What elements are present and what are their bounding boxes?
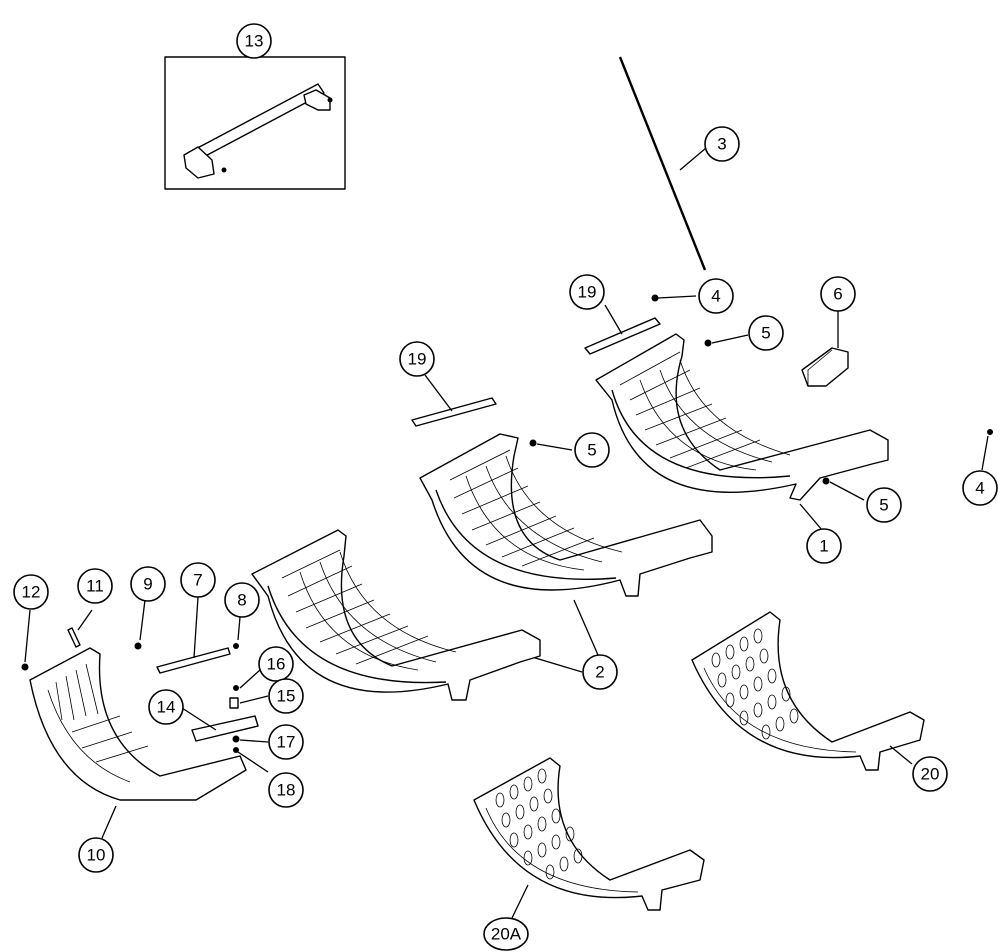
callout-8: 8	[224, 582, 260, 618]
callout-15: 15	[268, 678, 304, 714]
callout-5: 5	[574, 432, 610, 468]
callout-17: 17	[268, 724, 304, 760]
callout-label: 5	[761, 324, 770, 343]
callout-label: 8	[237, 591, 246, 610]
callout-label: 5	[879, 496, 888, 515]
callout-5: 5	[748, 315, 784, 351]
callout-14: 14	[148, 689, 184, 725]
callout-label: 4	[975, 479, 984, 498]
callout-label: 19	[578, 283, 597, 302]
callout-label: 5	[587, 441, 596, 460]
part-19-strips	[411, 304, 661, 427]
part-3-rod	[618, 56, 707, 271]
callout-label: 9	[143, 575, 152, 594]
callout-label: 15	[277, 687, 296, 706]
callout-label: 20A	[491, 925, 522, 944]
callout-19: 19	[569, 274, 605, 310]
callout-19: 19	[399, 341, 435, 377]
callout-3: 3	[704, 126, 740, 162]
callout-label: 13	[245, 32, 264, 51]
callout-label: 4	[711, 287, 720, 306]
callout-7: 7	[180, 562, 216, 598]
callout-2: 2	[582, 654, 618, 690]
part-20-grate	[691, 611, 925, 771]
callout-5: 5	[866, 487, 902, 523]
concave-part-2	[419, 433, 713, 673]
concave-lower-left	[251, 529, 541, 701]
callout-label: 1	[819, 537, 828, 556]
part-6-bracket	[801, 310, 849, 387]
callout-label: 17	[277, 733, 296, 752]
callout-13: 13	[236, 23, 272, 59]
inset-box-part-13	[164, 42, 346, 190]
callout-11: 11	[77, 568, 113, 604]
callout-20A: 20A	[483, 917, 529, 951]
callout-label: 10	[87, 846, 106, 865]
callout-9: 9	[130, 566, 166, 602]
callout-1: 1	[806, 528, 842, 564]
callout-6: 6	[820, 276, 856, 312]
callout-label: 18	[277, 781, 296, 800]
callout-12: 12	[13, 574, 49, 610]
callout-label: 11	[86, 577, 104, 596]
callout-label: 2	[595, 663, 604, 682]
part-10-sheet	[29, 647, 247, 839]
callout-label: 14	[157, 698, 176, 717]
callout-4: 4	[962, 470, 998, 506]
callout-label: 12	[22, 583, 41, 602]
hardware	[21, 294, 993, 773]
callout-label: 6	[833, 285, 842, 304]
callout-label: 3	[717, 135, 726, 154]
callout-label: 20	[921, 765, 940, 784]
callout-10: 10	[78, 837, 114, 873]
callout-label: 16	[267, 655, 286, 674]
callout-20: 20	[912, 756, 948, 792]
callout-label: 19	[408, 350, 427, 369]
callout-18: 18	[268, 772, 304, 808]
callout-4: 4	[698, 278, 734, 314]
callout-label: 7	[193, 571, 202, 590]
callout-16: 16	[258, 646, 294, 682]
concave-part-1	[595, 333, 889, 531]
part-7-14-strips	[156, 596, 259, 742]
part-20A-grate	[473, 757, 705, 919]
